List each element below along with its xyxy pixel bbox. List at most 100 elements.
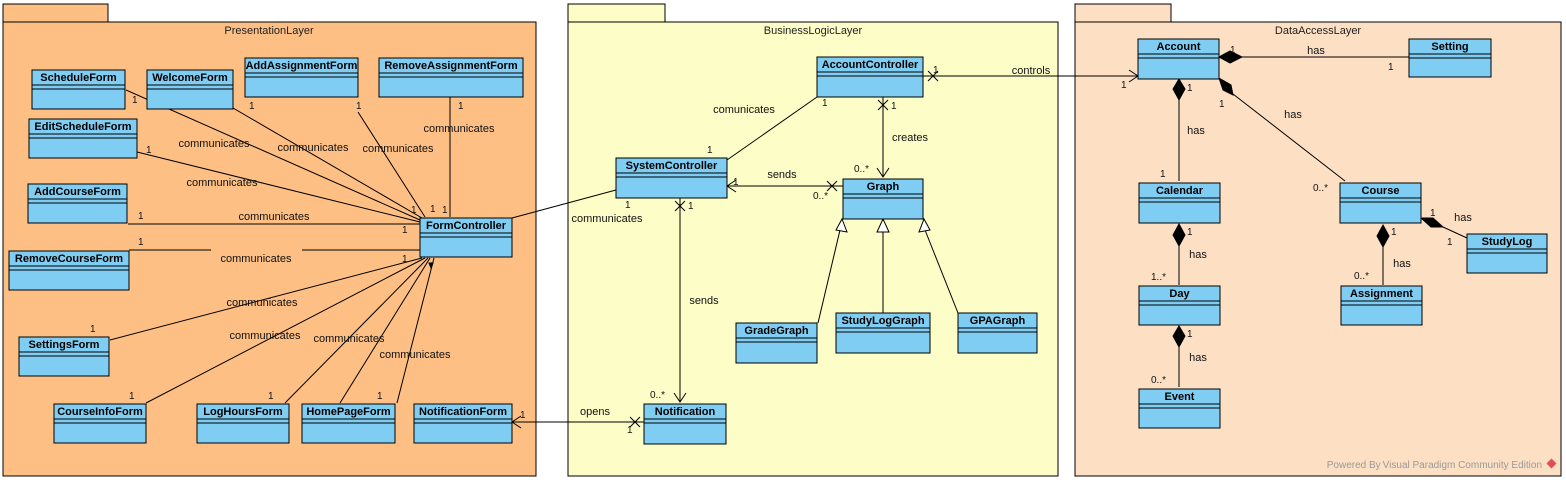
class-name: HomePageForm — [306, 406, 391, 418]
class-account-controller[interactable]: AccountController — [816, 56, 924, 98]
multiplicity-label: 1 — [268, 391, 274, 402]
multiplicity-label: 1 — [1187, 83, 1193, 94]
gen-grade[interactable] — [817, 229, 841, 324]
assoc-courseinfo[interactable] — [145, 257, 426, 404]
class-schedule-form[interactable]: ScheduleForm — [31, 69, 126, 110]
class-assignment[interactable]: Assignment — [1340, 285, 1423, 326]
association-label: comunicates — [713, 104, 775, 116]
class-box — [835, 312, 931, 354]
multiplicity-label: 1 — [733, 177, 739, 188]
gen-gpa[interactable] — [924, 229, 959, 314]
multiplicity-label: 1 — [1160, 169, 1166, 180]
class-home-page-form[interactable]: HomePageForm — [301, 403, 396, 444]
assoc-homepage[interactable] — [339, 257, 431, 404]
multiplicity-label: 0..* — [1313, 183, 1328, 194]
class-name: StudyLogGraph — [841, 315, 924, 327]
class-name: SettingsForm — [29, 339, 100, 351]
association-label: has — [1187, 125, 1205, 137]
navigation-arrow-glyph — [428, 262, 434, 270]
multiplicity-label: 1 — [891, 101, 897, 112]
class-notification-form[interactable]: NotificationForm — [413, 403, 513, 444]
class-name: NotificationForm — [419, 406, 507, 418]
association-label: communicates — [380, 349, 451, 361]
class-account[interactable]: Account — [1137, 38, 1220, 80]
class-name: Course — [1362, 185, 1400, 197]
class-settings-form[interactable]: SettingsForm — [18, 336, 110, 377]
class-system-controller[interactable]: SystemController — [615, 157, 728, 199]
association-label: communicates — [221, 253, 292, 265]
class-edit-schedule-form[interactable]: EditScheduleForm — [28, 118, 138, 159]
class-study-log-graph[interactable]: StudyLogGraph — [835, 312, 931, 354]
class-gpagraph[interactable]: GPAGraph — [957, 312, 1038, 354]
class-name: Graph — [867, 181, 900, 193]
class-remove-assignment-form[interactable]: RemoveAssignmentForm — [378, 57, 524, 98]
class-box — [735, 322, 818, 364]
association-label: creates — [892, 132, 929, 144]
assoc-editschedule[interactable] — [136, 151, 421, 223]
multiplicity-label: 1 — [1219, 99, 1225, 110]
multiplicity-label: 1 — [442, 205, 448, 216]
multiplicity-label: 1 — [688, 201, 694, 212]
class-name: Account — [1157, 41, 1201, 53]
association-label: communicates — [278, 142, 349, 154]
association-label: sends — [767, 169, 797, 181]
assoc-loghours[interactable] — [284, 257, 429, 404]
package-name: PresentationLayer — [224, 25, 314, 37]
non-navigable-markers — [629, 70, 939, 428]
multiplicity-label: 1 — [402, 225, 408, 236]
class-day[interactable]: Day — [1138, 285, 1221, 326]
class-log-hours-form[interactable]: LogHoursForm — [196, 403, 290, 444]
class-calendar[interactable]: Calendar — [1138, 182, 1221, 224]
class-box — [1137, 38, 1220, 80]
association-label: opens — [580, 406, 610, 418]
generalization-heads — [835, 217, 931, 233]
class-add-course-form[interactable]: AddCourseForm — [27, 183, 128, 224]
multiplicity-label: 1 — [132, 95, 138, 106]
assoc-schedule[interactable] — [125, 89, 421, 221]
class-form-controller[interactable]: FormController — [419, 217, 513, 258]
class-name: AddCourseForm — [34, 186, 121, 198]
multiplicity-label: 1 — [458, 101, 464, 112]
class-notification[interactable]: Notification — [643, 403, 727, 445]
association-label: has — [1284, 109, 1302, 121]
assoc-welcome[interactable] — [232, 107, 423, 219]
comp-account-course[interactable] — [1232, 93, 1346, 182]
class-study-log[interactable]: StudyLog — [1466, 233, 1548, 274]
class-course[interactable]: Course — [1339, 182, 1422, 224]
association-label: communicates — [572, 213, 643, 225]
class-box — [842, 178, 924, 220]
assoc-settings[interactable] — [109, 257, 423, 341]
class-setting[interactable]: Setting — [1408, 38, 1492, 78]
multiplicity-label: 1 — [1430, 208, 1436, 219]
package-business[interactable]: BusinessLogicLayer — [567, 3, 1059, 477]
association-label: communicates — [314, 333, 385, 345]
multiplicity-label: 0..* — [650, 390, 665, 401]
association-label: communicates — [230, 330, 301, 342]
assoc-addassign[interactable] — [357, 111, 426, 218]
multiplicity-label: 1 — [707, 145, 713, 156]
association-label: communicates — [187, 177, 258, 189]
multiplicity-label: 0..* — [813, 191, 828, 202]
class-name: Setting — [1431, 41, 1468, 53]
multiplicity-label: 1 — [1187, 227, 1193, 238]
class-name: LogHoursForm — [203, 406, 283, 418]
association-label: has — [1454, 212, 1472, 224]
multiplicity-label: 1 — [1187, 329, 1193, 340]
class-welcome-form[interactable]: WelcomeForm — [146, 69, 234, 110]
assoc-fc-sc[interactable] — [511, 189, 617, 219]
watermark: Powered By Visual Paradigm Community Edi… — [1327, 458, 1557, 471]
class-event[interactable]: Event — [1138, 388, 1221, 429]
assoc-notif-form[interactable] — [396, 257, 435, 404]
association-label: has — [1189, 249, 1207, 261]
class-grade-graph[interactable]: GradeGraph — [735, 322, 818, 364]
class-box — [615, 157, 728, 199]
assoc-sc-ac[interactable] — [726, 96, 818, 161]
class-remove-course-form[interactable]: RemoveCourseForm — [8, 250, 130, 291]
comp-course-studylog[interactable] — [1442, 226, 1468, 239]
class-name: Event — [1165, 391, 1195, 403]
class-course-info-form[interactable]: CourseInfoForm — [53, 403, 147, 444]
class-add-assignment-form[interactable]: AddAssignmentForm — [244, 57, 359, 98]
class-name: RemoveAssignmentForm — [384, 60, 517, 72]
multiplicity-label: 1 — [520, 410, 526, 421]
class-graph[interactable]: Graph — [842, 178, 924, 220]
